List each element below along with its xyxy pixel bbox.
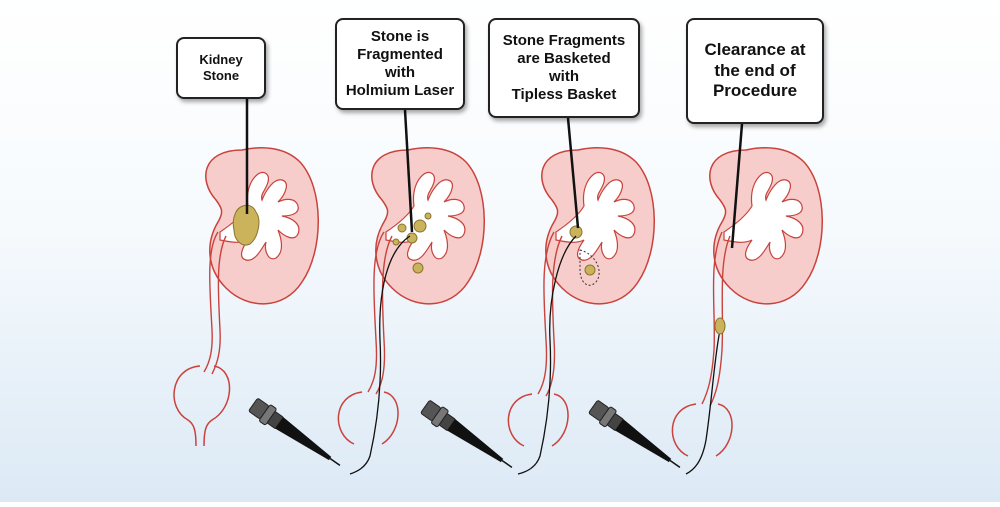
- ureteroscope-1: [246, 395, 347, 475]
- step-2-group: [337, 109, 486, 475]
- callout-kidney-stone: Kidney Stone: [176, 37, 266, 99]
- step-3-group: [507, 117, 656, 475]
- callout-fragmentation: Stone is Fragmented with Holmium Laser: [335, 18, 465, 110]
- ureteroscope-2: [418, 397, 519, 477]
- callout-basketing: Stone Fragments are Basketed with Tiples…: [488, 18, 640, 118]
- kidney-stone: [232, 204, 260, 246]
- ureteroscope-3: [586, 397, 687, 477]
- callout-clearance: Clearance at the end of Procedure: [686, 18, 824, 124]
- step-1-group: [173, 99, 320, 447]
- step-4-group: [671, 123, 824, 475]
